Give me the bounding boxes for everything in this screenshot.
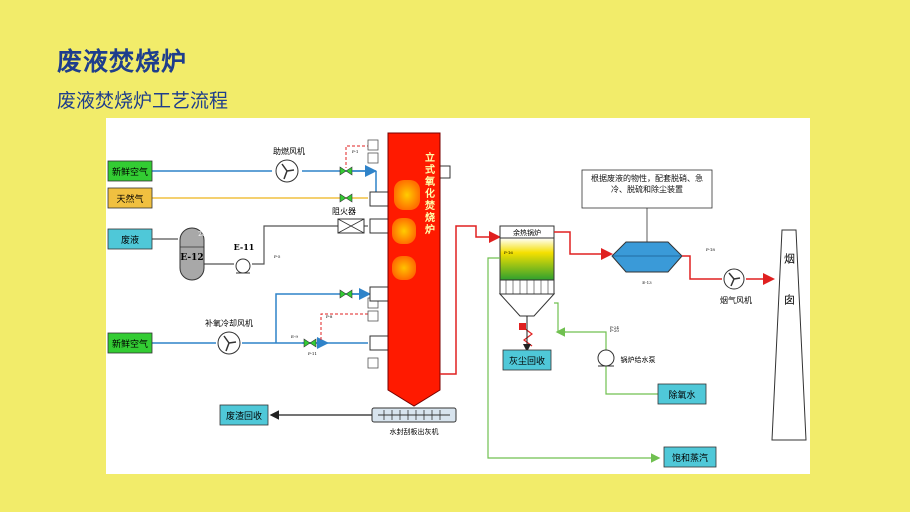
feed-water-line (605, 366, 658, 395)
svg-text:E-13: E-13 (642, 280, 652, 285)
instrument-icons (367, 139, 379, 369)
dust-recovery-output (502, 349, 552, 371)
valve-icon (303, 166, 353, 348)
combustion-fan-label: 助燃风机 (273, 146, 305, 156)
combustion-fan-icon (275, 159, 299, 183)
svg-text:P-8: P-8 (326, 314, 333, 319)
flame-arrester-label: 阻火器 (332, 207, 356, 216)
treatment-note-box (581, 169, 713, 209)
ash-conveyor-label: 水封刮板出灰机 (390, 427, 439, 436)
waste-heat-boiler (499, 237, 555, 281)
waste-liquid-input (107, 228, 153, 250)
svg-text:28: 28 (198, 231, 206, 238)
furnace-label: 立式氧化焚烧炉 (423, 151, 436, 236)
natural-gas-input (107, 187, 153, 209)
natural-gas-input-label: 天然气 (116, 193, 143, 205)
deoxygenated-water-label: 除氧水 (668, 389, 695, 401)
flue-fan-label: 烟气风机 (720, 295, 752, 305)
dust-valve-icon (523, 327, 533, 347)
e12-tank-label: E-12 (180, 253, 203, 263)
deoxygenated-water-input (657, 383, 707, 405)
flue-line-3 (682, 255, 722, 280)
dust-recovery-label: 灰尘回收 (509, 355, 545, 367)
treatment-note: 根据废液的物性，配套脱硝、急冷、脱硫和除尘装置 (591, 174, 703, 194)
flue-line-2 (554, 231, 613, 260)
svg-text:P-18: P-18 (706, 247, 715, 252)
svg-text:P-24: P-24 (610, 325, 619, 330)
waste-heat-boiler-label: 余热锅炉 (513, 228, 541, 237)
supplement-fan-label: 补氧冷却风机 (205, 318, 253, 328)
feed-pump-icon (597, 349, 615, 367)
feed-pump-label: 锅炉给水泵 (621, 355, 656, 364)
liquid-line (252, 225, 338, 265)
svg-text:烟囱: 烟囱 (783, 252, 796, 335)
process-diagram-panel: 新鲜空气 天然气 废液 新鲜空气 助燃风机 补氧冷却风机 阻火器 E-12 28… (106, 118, 810, 474)
treatment-unit (611, 241, 683, 273)
saturated-steam-output (663, 446, 717, 468)
svg-text:立式氧化焚烧炉: 立式氧化焚烧炉 (423, 151, 436, 236)
svg-text:P-11: P-11 (308, 351, 317, 356)
e11-pump-icon (235, 258, 251, 274)
fresh-air-input-2-label: 新鲜空气 (112, 338, 148, 350)
chimney (771, 229, 807, 441)
svg-text:E-9: E-9 (291, 334, 298, 339)
fresh-air-input-1 (107, 160, 153, 182)
svg-text:P-20: P-20 (610, 328, 619, 333)
svg-text:P-16: P-16 (504, 250, 513, 255)
saturated-steam-label: 饱和蒸汽 (672, 452, 708, 464)
supplement-fan-icon (217, 331, 241, 355)
svg-text:P-5: P-5 (274, 254, 281, 259)
steam-line (487, 257, 661, 463)
e11-pump-label: E-11 (234, 242, 255, 252)
svg-text:P-1: P-1 (352, 149, 358, 154)
slag-recovery-label: 废渣回收 (226, 410, 262, 422)
waste-liquid-input-label: 废液 (121, 234, 139, 246)
page-title: 废液焚烧炉 (57, 47, 188, 76)
fresh-air-input-2 (107, 332, 153, 354)
slag-recovery-output (219, 404, 269, 426)
fresh-air-input-1-label: 新鲜空气 (112, 166, 148, 178)
page-subtitle: 废液焚烧炉工艺流程 (57, 90, 229, 112)
furnace-nozzles (369, 165, 451, 351)
e12-tank-icon (179, 227, 205, 281)
chimney-label: 烟囱 (783, 252, 796, 335)
flue-line-1 (440, 225, 501, 375)
flue-fan-icon (723, 268, 745, 290)
process-diagram: 新鲜空气 天然气 废液 新鲜空气 助燃风机 补氧冷却风机 阻火器 E-12 28… (107, 132, 807, 468)
